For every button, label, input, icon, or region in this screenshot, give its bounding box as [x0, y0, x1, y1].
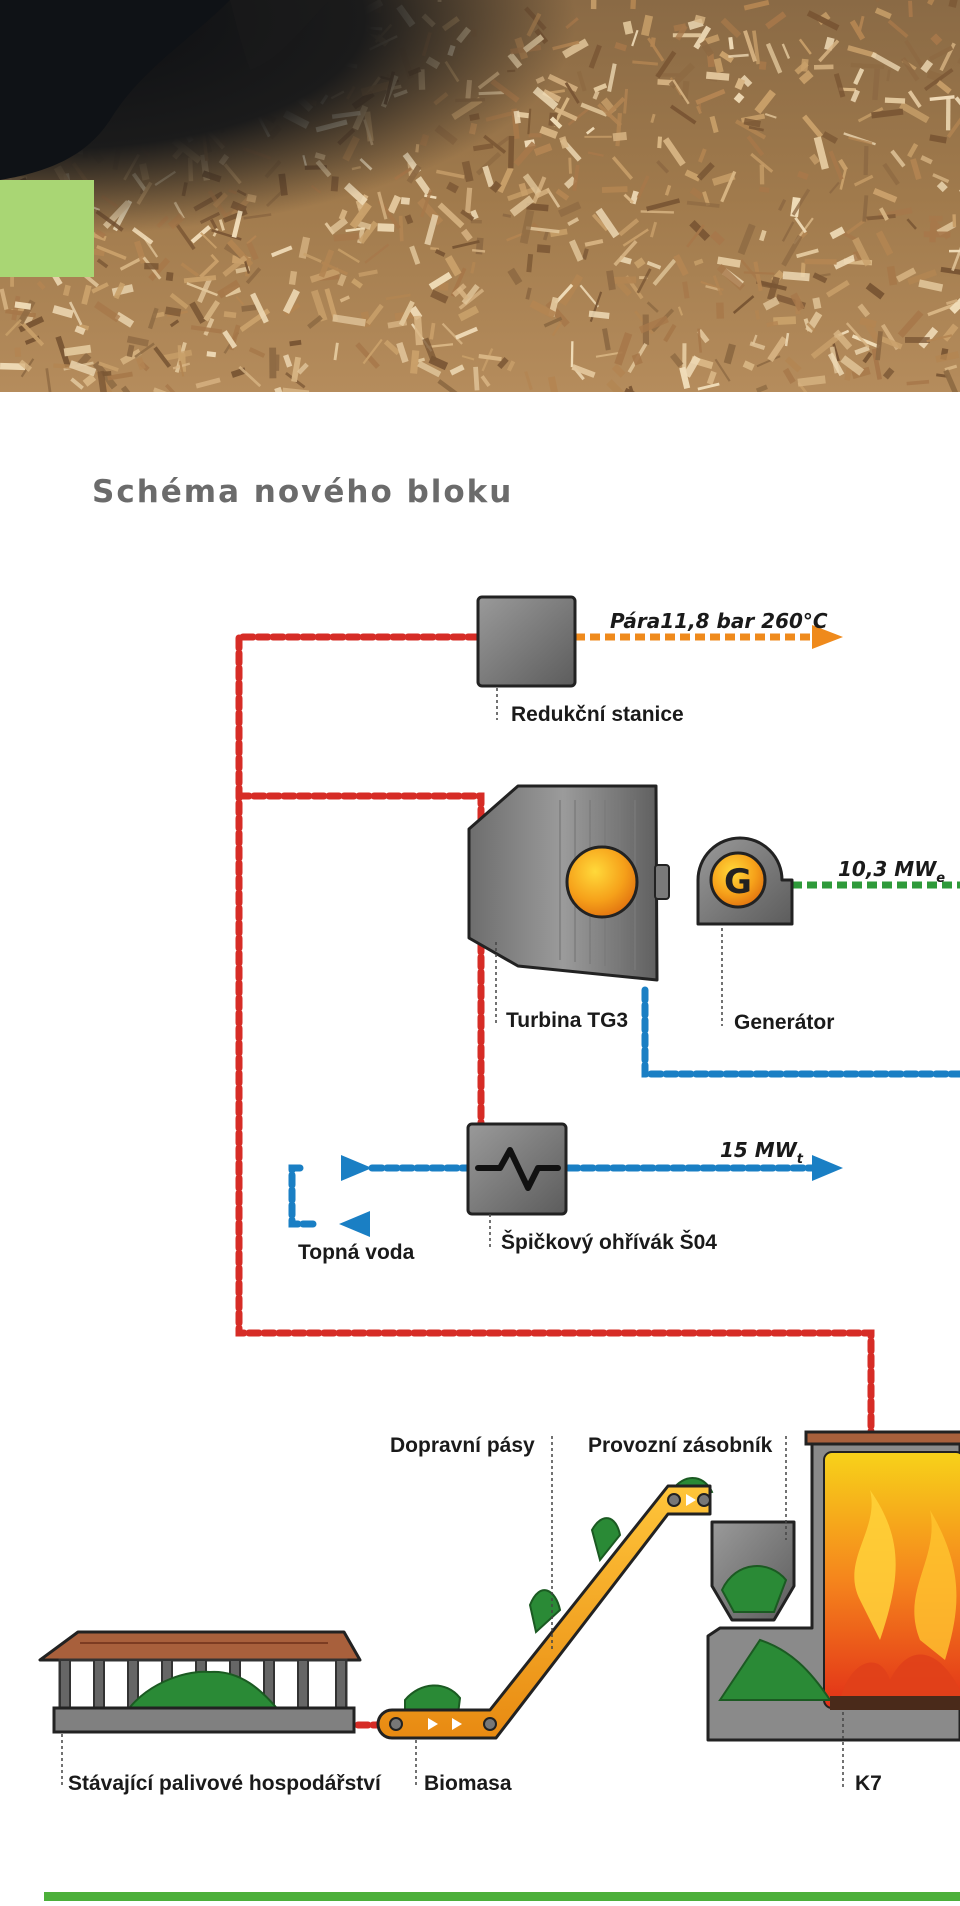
boiler-label: K7: [855, 1772, 882, 1795]
biomass-label: Biomasa: [424, 1772, 512, 1795]
power-output-label: 10,3 MWe: [838, 857, 945, 886]
fuel-yard-shed: [38, 1630, 362, 1788]
block-diagram: Redukční stanice Pára11,8 bar 260°C Turb…: [38, 595, 960, 1795]
turbine-label: Turbina TG3: [506, 1009, 628, 1032]
steam-arrow-icon: [812, 625, 843, 649]
generator-label: Generátor: [734, 1011, 834, 1034]
reduction-station-label: Redukční stanice: [511, 703, 684, 726]
generator: [696, 836, 794, 1026]
operating-hopper: [710, 1436, 796, 1622]
turbine: [467, 784, 670, 1024]
fuel-yard-label: Stávající palivové hospodářství: [68, 1772, 382, 1795]
generator-g-symbol: G: [724, 862, 752, 902]
heating-water-label: Topná voda: [298, 1241, 415, 1264]
export-steam-line: [575, 625, 843, 649]
wood-chips-image: [0, 0, 960, 392]
accent-green-tab: [0, 180, 94, 277]
water-in-arrow-icon: [341, 1155, 372, 1181]
peak-heater: [466, 1122, 568, 1248]
heater-label: Špičkový ohřívák Š04: [501, 1230, 717, 1254]
bottom-green-bar: [44, 1892, 960, 1901]
page-title: Schéma nového bloku: [92, 474, 514, 510]
heater-wave-icon: [475, 1147, 561, 1191]
conveyors-label: Dopravní pásy: [390, 1434, 535, 1457]
hopper-label: Provozní zásobník: [588, 1434, 773, 1457]
heat-output-label: 15 MWt: [720, 1138, 804, 1167]
water-return-arrow-icon: [339, 1211, 370, 1237]
reduction-station: [476, 595, 577, 720]
wood-chips-photo: [0, 0, 960, 392]
steam-output-label: Pára11,8 bar 260°C: [610, 609, 828, 633]
heat-out-arrow-icon: [812, 1155, 843, 1181]
conveyor-belts: [376, 1436, 714, 1788]
water-lines: [288, 986, 960, 1228]
boiler-k7: [706, 1430, 960, 1788]
